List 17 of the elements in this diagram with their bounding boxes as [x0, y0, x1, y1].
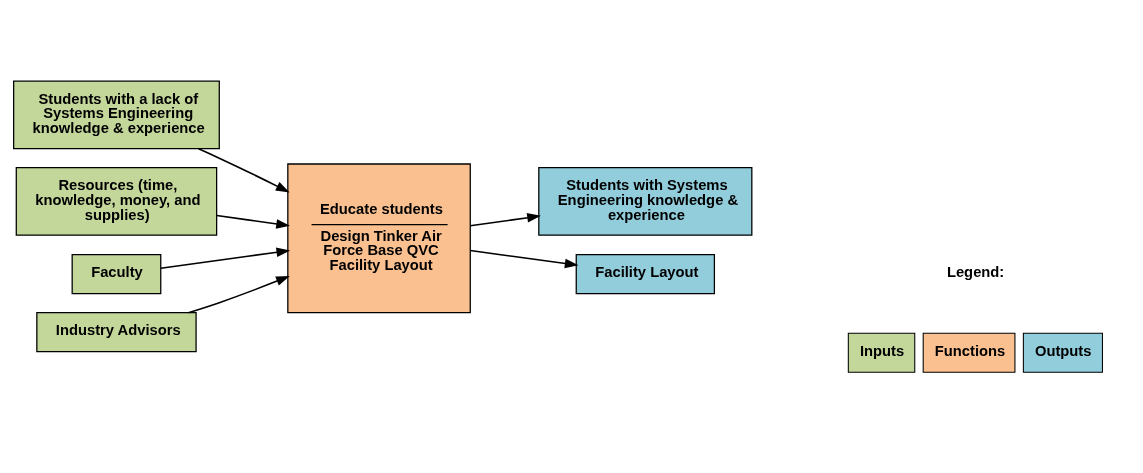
arrow: [197, 148, 290, 193]
legend-label: Functions: [934, 342, 1006, 359]
node-box: Resources (time, knowledge, money, and supplies): [15, 167, 218, 236]
arrow: [215, 214, 290, 229]
legend-label: Inputs: [859, 342, 905, 359]
node-box: Students with a lack of Systems Engineering knowledge & experience: [13, 80, 220, 150]
arrow: [160, 247, 291, 270]
label: Legend:: [946, 264, 1005, 281]
node-box: Faculty: [71, 254, 162, 295]
arrow: [187, 276, 290, 314]
node-box: Educate students Design Tinker Air Force Base QVC Facility Layout: [287, 163, 471, 314]
legend-label: Outputs: [1034, 342, 1092, 359]
node-box: Facility Layout: [575, 254, 716, 295]
arrow: [469, 213, 541, 227]
node-box: Industry Advisors: [36, 312, 197, 353]
arrow: [469, 249, 579, 269]
node-box: Students with Systems Engineering knowledge & experience: [538, 167, 753, 236]
